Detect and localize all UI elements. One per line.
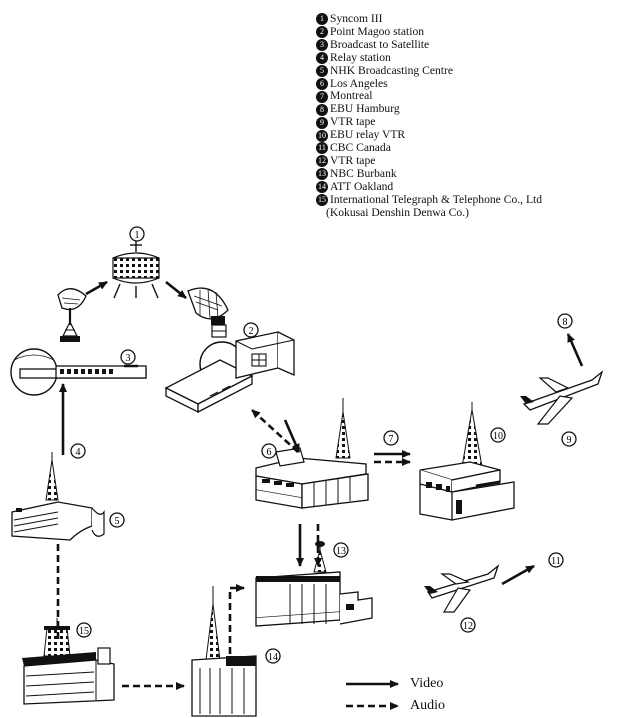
ebu-relay-vtr-station: [420, 402, 514, 520]
callout-1-label: 1: [135, 230, 140, 241]
callout-6-label: 6: [267, 447, 272, 458]
callout-10: 10: [491, 428, 505, 442]
nhk-broadcasting-centre: [12, 452, 104, 540]
arrow-to-ebu-hamburg: [568, 334, 582, 366]
ground-station-2: [166, 332, 294, 412]
legend-text: EBU Hamburg: [330, 102, 400, 115]
syncom-satellite: [113, 240, 159, 298]
callout-4: 4: [71, 444, 85, 458]
legend-number: 9: [316, 117, 328, 129]
legend-text: ATT Oakland: [330, 180, 393, 193]
legend-text: CBC Canada: [330, 141, 391, 154]
callout-13: 13: [334, 543, 348, 557]
callout-14-label: 14: [268, 652, 278, 663]
callout-2: 2: [244, 323, 258, 337]
callout-12-label: 12: [463, 621, 473, 632]
arrow-to-cbc-canada: [502, 566, 534, 584]
legend-number: 5: [316, 65, 328, 77]
legend-text: Broadcast to Satellite: [330, 38, 429, 51]
callout-7-label: 7: [389, 434, 394, 445]
callout-4-label: 4: [76, 447, 81, 458]
uplink-dish-right: [188, 288, 228, 337]
callout-3-label: 3: [126, 353, 131, 364]
callout-2-label: 2: [249, 326, 254, 337]
legend-number: 15: [316, 194, 328, 206]
legend-number: 8: [316, 104, 328, 116]
arrow-station2-to-la-video: [285, 420, 299, 452]
aircraft-cbc-vtr: [424, 566, 498, 612]
att-oakland-station: [192, 586, 256, 716]
legend-number: 13: [316, 168, 328, 180]
legend-number: 7: [316, 91, 328, 103]
callout-6: 6: [262, 444, 276, 458]
callout-5: 5: [110, 513, 124, 527]
legend-number: 14: [316, 181, 328, 193]
arrow-dish-to-satellite: [86, 282, 107, 294]
arrow-oakland-to-la-audio: [230, 588, 244, 654]
callout-15: 15: [77, 623, 91, 637]
callout-12: 12: [461, 618, 475, 632]
legend-number: 11: [316, 142, 328, 154]
key-video-label: Video: [410, 676, 443, 692]
legend-text: Relay station: [330, 51, 391, 64]
callout-13-label: 13: [336, 546, 346, 557]
legend-number: 6: [316, 78, 328, 90]
legend-number: 3: [316, 39, 328, 51]
callout-10-label: 10: [493, 431, 503, 442]
legend-number: 10: [316, 130, 328, 142]
key-audio-label: Audio: [410, 698, 445, 714]
legend-number: 12: [316, 155, 328, 167]
arrow-satellite-to-dish: [166, 282, 186, 298]
callout-11: 11: [549, 553, 563, 567]
callout-9-label: 9: [567, 435, 572, 446]
legend-text: Montreal: [330, 89, 373, 102]
legend-text: Syncom III: [330, 12, 382, 25]
legend-item-continuation: (Kokusai Denshin Denwa Co.): [316, 207, 542, 220]
callout-8-label: 8: [563, 317, 568, 328]
callout-14: 14: [266, 649, 280, 663]
aircraft-ebu-vtr: [520, 372, 602, 424]
legend-text: International Telegraph & Telephone Co.,…: [330, 193, 542, 206]
legend-text: Point Magoo station: [330, 25, 424, 38]
legend-text: Los Angeles: [330, 77, 388, 90]
callout-1: 1: [130, 227, 144, 241]
callout-7: 7: [384, 431, 398, 445]
callout-11-label: 11: [551, 556, 561, 567]
legend-number: 1: [316, 13, 328, 25]
nbc-burbank-station: [256, 541, 372, 626]
callout-3: 3: [121, 350, 135, 364]
callout-5-label: 5: [115, 516, 120, 527]
legend-text: NBC Burbank: [330, 167, 397, 180]
callout-8: 8: [558, 314, 572, 328]
kdd-station: [22, 618, 114, 704]
legend-text: NHK Broadcasting Centre: [330, 64, 453, 77]
uplink-dish-left: [58, 289, 86, 342]
legend-text: VTR tape: [330, 115, 375, 128]
legend-number: 2: [316, 26, 328, 38]
callout-9: 9: [562, 432, 576, 446]
legend-text: VTR tape: [330, 154, 375, 167]
legend-text: EBU relay VTR: [330, 128, 405, 141]
callout-15-label: 15: [79, 626, 89, 637]
legend-number: 4: [316, 52, 328, 64]
